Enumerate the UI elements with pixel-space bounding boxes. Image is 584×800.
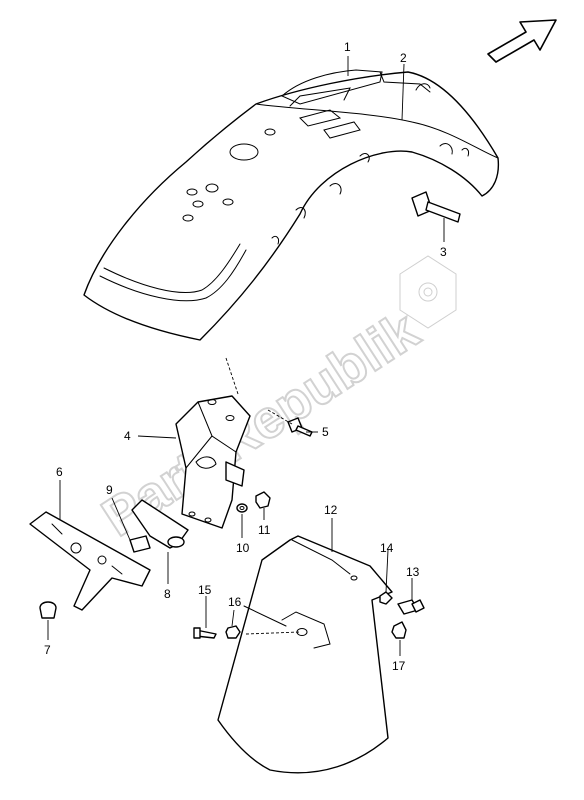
callout-14: 14 — [380, 541, 394, 555]
callout-labels: 1 2 3 4 5 6 7 8 9 10 11 12 13 14 15 16 1… — [44, 40, 447, 673]
leader-lines — [47, 56, 445, 656]
callout-3: 3 — [440, 245, 447, 259]
bolt-15 — [193, 627, 217, 639]
reflector-bracket — [131, 499, 189, 549]
washer-10 — [236, 503, 248, 513]
callout-10: 10 — [236, 541, 250, 555]
bolt-3 — [411, 191, 461, 223]
screw-5 — [287, 417, 313, 437]
rear-fender — [83, 69, 500, 341]
callout-1: 1 — [344, 40, 351, 54]
nut-11 — [255, 491, 271, 509]
callout-9: 9 — [106, 483, 113, 497]
cap-nut-7 — [39, 601, 57, 619]
nut-16 — [225, 625, 241, 639]
callout-15: 15 — [198, 583, 212, 597]
callout-6: 6 — [56, 465, 63, 479]
callout-12: 12 — [324, 503, 338, 517]
grommet-9 — [129, 535, 151, 553]
bolt-13 — [397, 599, 425, 615]
callout-17: 17 — [392, 659, 406, 673]
callout-5: 5 — [322, 425, 329, 439]
arrow-up-right-icon — [487, 19, 557, 63]
callout-4: 4 — [124, 429, 131, 443]
callout-16: 16 — [228, 595, 242, 609]
callout-11: 11 — [258, 523, 271, 537]
nut-14 — [379, 591, 393, 605]
callout-8: 8 — [164, 587, 171, 601]
callout-7: 7 — [44, 643, 51, 657]
callout-2: 2 — [400, 51, 407, 65]
gear-icon — [399, 255, 457, 329]
license-bracket — [175, 395, 251, 529]
nut-17 — [391, 621, 407, 639]
callout-13: 13 — [406, 565, 420, 579]
license-plate-holder — [29, 511, 151, 611]
mud-flap — [217, 535, 393, 774]
